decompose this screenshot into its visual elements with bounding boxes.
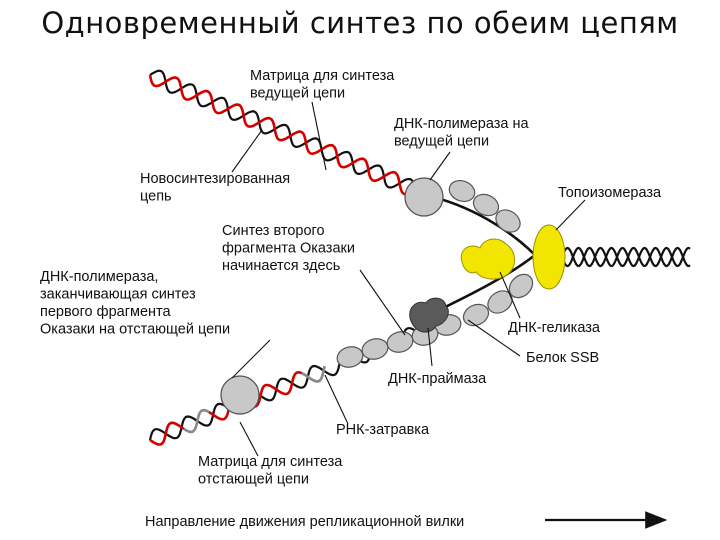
label-line: ДНК-праймаза: [388, 371, 487, 387]
leading-new-strand: [148, 74, 426, 196]
ssb-protein: [487, 290, 513, 314]
label-line: цепь: [140, 189, 172, 205]
label-line: ДНК-полимераза на: [394, 116, 529, 132]
label-line: ведущей цепи: [394, 134, 489, 150]
label-pointer-lines: [231, 101, 586, 457]
label-rna-primer: РНК-затравка: [336, 422, 430, 438]
label-line: ведущей цепи: [250, 86, 345, 102]
lagging-primer-near: [301, 365, 326, 383]
label-lagging-template: Матрица для синтеза отстающей цепи: [198, 454, 343, 488]
pointer-ssb: [467, 319, 521, 357]
pointer-rna-primer: [324, 374, 349, 425]
label-line: Синтез второго: [222, 223, 325, 239]
label-line: ДНК-геликаза: [508, 320, 601, 336]
ssb-protein: [495, 209, 521, 233]
label-line: Направление движения репликационной вилк…: [145, 514, 464, 530]
pointer-topoisomerase: [555, 199, 586, 231]
label-line: заканчивающая синтез: [40, 287, 196, 303]
label-line: Матрица для синтеза: [250, 68, 395, 84]
lagging-okazaki-fragment: [208, 371, 303, 421]
label-primase: ДНК-праймаза: [388, 371, 487, 387]
leading-dna-polymerase: [404, 177, 444, 217]
label-ssb: Белок SSB: [526, 350, 599, 366]
label-line: начинается здесь: [222, 258, 340, 274]
label-new-strand: Новосинтезированная цепь: [140, 171, 290, 205]
topoisomerase: [532, 224, 566, 290]
label-line: отстающей цепи: [198, 472, 309, 488]
ssb-protein: [386, 331, 414, 353]
label-line: ДНК-полимераза,: [40, 269, 158, 285]
pointer-okazaki-start: [359, 269, 406, 336]
pointer-leading-polymerase: [429, 151, 451, 181]
pointer-lagging-template: [239, 421, 259, 457]
ssb-proteins-lower: [336, 273, 534, 368]
label-topoisomerase: Топоизомераза: [558, 185, 662, 201]
pointer-new-strand: [231, 129, 263, 173]
label-helicase: ДНК-геликаза: [508, 320, 601, 336]
lagging-rna-primer-segment: [183, 408, 210, 434]
pointer-primase: [427, 327, 433, 367]
dna-helicase: [460, 238, 515, 280]
pointer-lagging-polymerase: [231, 339, 271, 379]
label-line: Топоизомераза: [558, 185, 662, 201]
label-line: Оказаки на отстающей цепи: [40, 322, 230, 338]
slide-title: Одновременный синтез по обеим цепям: [41, 6, 679, 40]
lagging-dna-polymerase: [220, 375, 260, 415]
pointer-leading-template: [311, 101, 327, 171]
ssb-proteins-upper: [448, 180, 521, 233]
ssb-protein: [361, 338, 389, 360]
leading-template-strand: [149, 69, 420, 201]
ssb-protein: [462, 303, 490, 327]
lagging-new-strand-far: [149, 421, 185, 446]
label-line: фрагмента Оказаки: [222, 241, 355, 257]
ssb-protein: [508, 273, 534, 299]
leading-strand-duplex: [148, 69, 426, 201]
ssb-protein: [472, 193, 500, 217]
label-leading-polymerase: ДНК-полимераза на ведущей цепи: [394, 116, 529, 150]
label-line: первого фрагмента: [40, 304, 172, 320]
pointer-helicase: [499, 271, 521, 319]
ssb-protein: [448, 180, 476, 202]
ssb-protein: [336, 346, 364, 368]
label-line: Новосинтезированная: [140, 171, 290, 187]
label-leading-template: Матрица для синтеза ведущей цепи: [250, 68, 395, 102]
label-direction: Направление движения репликационной вилк…: [145, 514, 464, 530]
label-line: Матрица для синтеза: [198, 454, 343, 470]
label-line: РНК-затравка: [336, 422, 430, 438]
labels: Матрица для синтеза ведущей цепи ДНК-поли…: [40, 68, 662, 530]
label-line: Белок SSB: [526, 350, 599, 366]
